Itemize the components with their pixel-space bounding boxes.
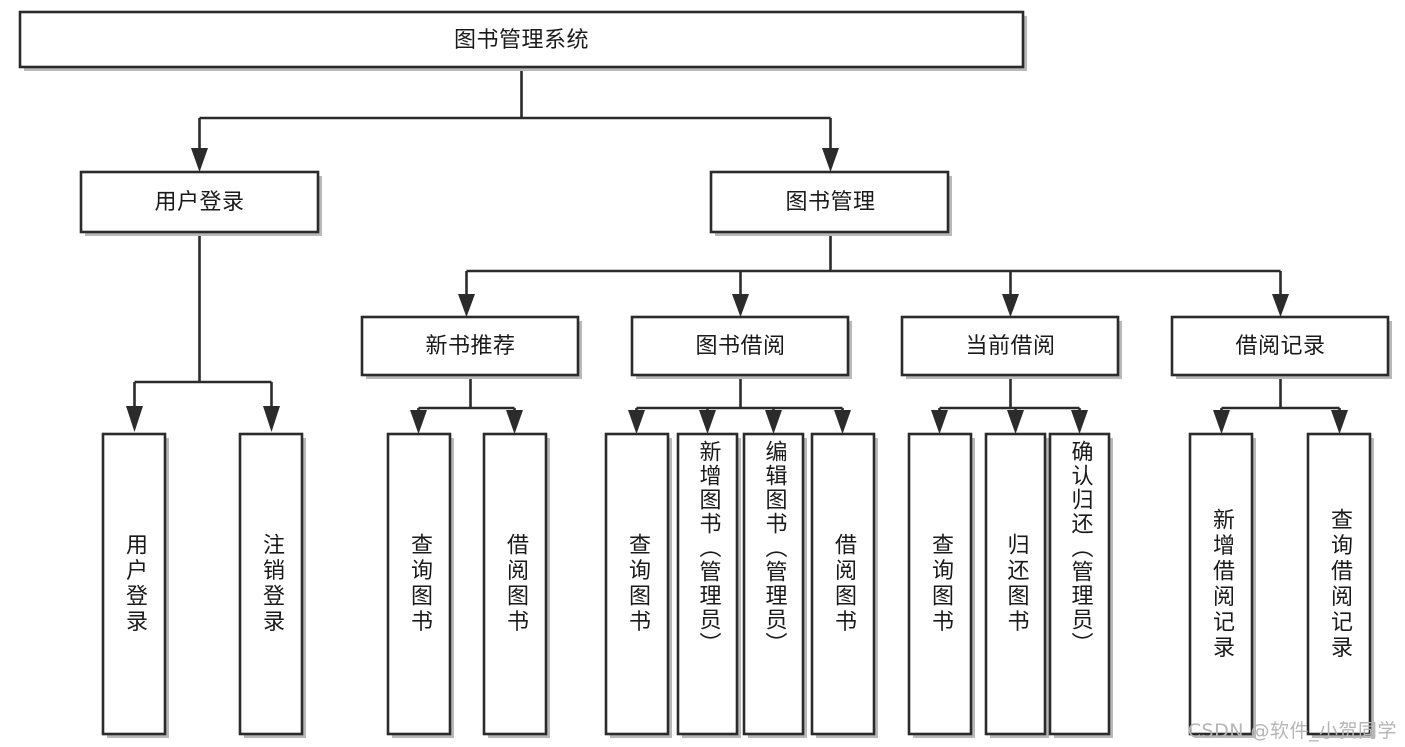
leaf-borrow-book-1-box [482,432,548,736]
node-user-login-label: 用户登录 [154,190,244,215]
node-root[interactable]: 图书管理系统 [18,10,1027,71]
arrow-head-book-manage [822,148,839,172]
leaf-node-leaf-query-record[interactable] [1306,432,1374,738]
leaf-query-book-1-box [386,432,452,736]
node-book-manage-box [709,170,950,234]
arrow-head-book-borrow [732,294,749,317]
node-book-borrow-box [630,315,850,377]
node-current-borrow[interactable]: 当前借阅 [900,315,1122,379]
leaf-edit-book-box [742,432,805,736]
arrow-head-leaf-query-book-1 [410,410,427,434]
leaf-box-layer [101,432,1374,738]
node-borrow-record[interactable]: 借阅记录 [1170,315,1392,379]
arrow-head-leaf-user-login [126,406,143,432]
leaf-confirm-return-box [1048,432,1111,736]
node-root-box [18,10,1025,69]
arrow-head-leaf-user-logout [263,406,280,432]
leaf-node-leaf-add-record[interactable] [1188,432,1256,738]
arrow-head-new-book-rec [458,294,475,317]
leaf-add-book-box [676,432,739,736]
leaf-node-leaf-query-book-3[interactable] [907,432,975,738]
leaf-query-record-box [1306,432,1372,736]
arrow-head-leaf-borrow-book-2 [834,410,851,434]
arrow-head-user-login [191,148,208,172]
leaf-node-leaf-add-book[interactable] [676,432,741,738]
arrow-head-leaf-query-book-2 [628,410,645,434]
arrow-head-leaf-edit-book [765,410,782,434]
leaf-node-leaf-borrow-book-1[interactable] [482,432,550,738]
node-borrow-record-box [1170,315,1390,377]
leaf-return-book-box [984,432,1047,736]
node-new-book-rec[interactable]: 新书推荐 [360,315,582,379]
node-current-borrow-box [900,315,1120,377]
arrow-head-leaf-borrow-book-1 [506,410,523,434]
arrow-head-leaf-query-book-3 [931,410,948,434]
node-new-book-rec-label: 新书推荐 [425,334,515,359]
leaf-user-login-box [101,432,167,736]
leaf-node-leaf-confirm-return[interactable] [1048,432,1113,738]
leaf-node-leaf-return-book[interactable] [984,432,1049,738]
node-current-borrow-label: 当前借阅 [965,334,1055,359]
node-root-label: 图书管理系统 [454,28,589,53]
leaf-node-leaf-query-book-2[interactable] [604,432,672,738]
arrow-head-leaf-query-record [1331,410,1348,434]
leaf-node-leaf-user-login[interactable] [101,432,169,738]
leaf-node-leaf-borrow-book-2[interactable] [810,432,878,738]
connector-layer [126,67,1348,434]
node-user-login[interactable]: 用户登录 [79,170,322,236]
node-user-login-box [79,170,320,234]
arrow-head-borrow-record [1272,294,1289,317]
leaf-node-leaf-query-book-1[interactable] [386,432,454,738]
node-book-borrow-label: 图书借阅 [695,334,785,359]
arrow-head-leaf-return-book [1007,410,1024,434]
leaf-user-logout-box [238,432,304,736]
node-book-manage[interactable]: 图书管理 [709,170,952,236]
arrow-head-current-borrow [1002,294,1019,317]
node-book-borrow[interactable]: 图书借阅 [630,315,852,379]
leaf-query-book-2-box [604,432,670,736]
leaf-node-leaf-edit-book[interactable] [742,432,807,738]
arrow-head-leaf-confirm-return [1071,410,1088,434]
arrow-head-leaf-add-book [699,410,716,434]
leaf-borrow-book-2-box [810,432,876,736]
leaf-query-book-3-box [907,432,973,736]
leaf-add-record-box [1188,432,1254,736]
node-borrow-record-label: 借阅记录 [1235,334,1325,359]
csdn-watermark: CSDN @软件_小贺同学 [1187,720,1397,742]
arrow-head-leaf-add-record [1213,410,1230,434]
node-book-manage-label: 图书管理 [785,190,875,215]
node-new-book-rec-box [360,315,580,377]
leaf-node-leaf-user-logout[interactable] [238,432,306,738]
